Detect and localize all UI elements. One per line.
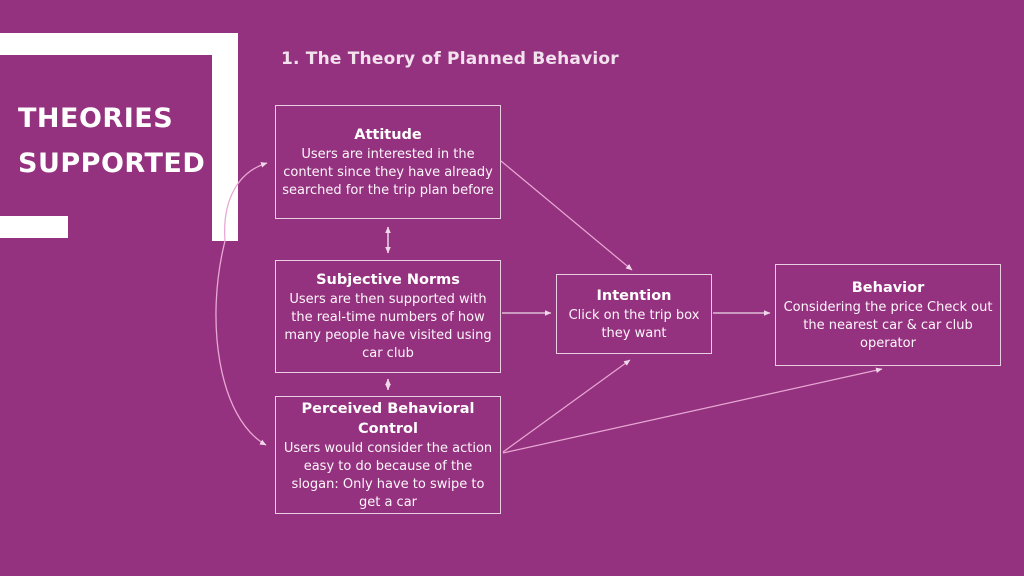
node-behavior[interactable]: Behavior Considering the price Check out… [775,264,1001,366]
frame-bottom-tab [0,216,68,238]
node-behavior-body: Considering the price Check out the near… [783,299,993,351]
edge-bracket-to-pbc [215,240,267,446]
page-title: 1. The Theory of Planned Behavior [281,49,619,69]
node-subjective-norms-title: Subjective Norms [316,272,460,288]
node-intention-title: Intention [596,287,672,304]
edge-pbc-to-intention [502,359,631,453]
frame-top-bar [0,33,238,55]
node-subjective-norms[interactable]: Subjective Norms Users are then supporte… [275,260,501,373]
section-headline: THEORIES SUPPORTED [18,96,238,186]
node-behavior-title: Behavior [851,279,925,296]
node-perceived-behavioral-control-title: Perceived Behavioral Control [301,400,475,437]
edge-attitude-to-intention [500,160,633,271]
node-subjective-norms-body: Users are then supported with the real-t… [284,292,492,361]
node-intention[interactable]: Intention Click on the trip box they wan… [556,274,712,354]
headline-line-1: THEORIES [18,103,174,134]
node-attitude[interactable]: Attitude Users are interested in the con… [275,105,501,219]
node-perceived-behavioral-control-body: Users would consider the action easy to … [283,440,493,510]
node-attitude-body: Users are interested in the content sinc… [282,146,494,198]
edge-pbc-to-behavior [502,367,883,454]
node-perceived-behavioral-control[interactable]: Perceived Behavioral Control Users would… [275,396,501,514]
node-intention-body: Click on the trip box they want [568,307,700,341]
node-attitude-title: Attitude [354,126,422,143]
headline-line-2: SUPPORTED [18,148,206,179]
